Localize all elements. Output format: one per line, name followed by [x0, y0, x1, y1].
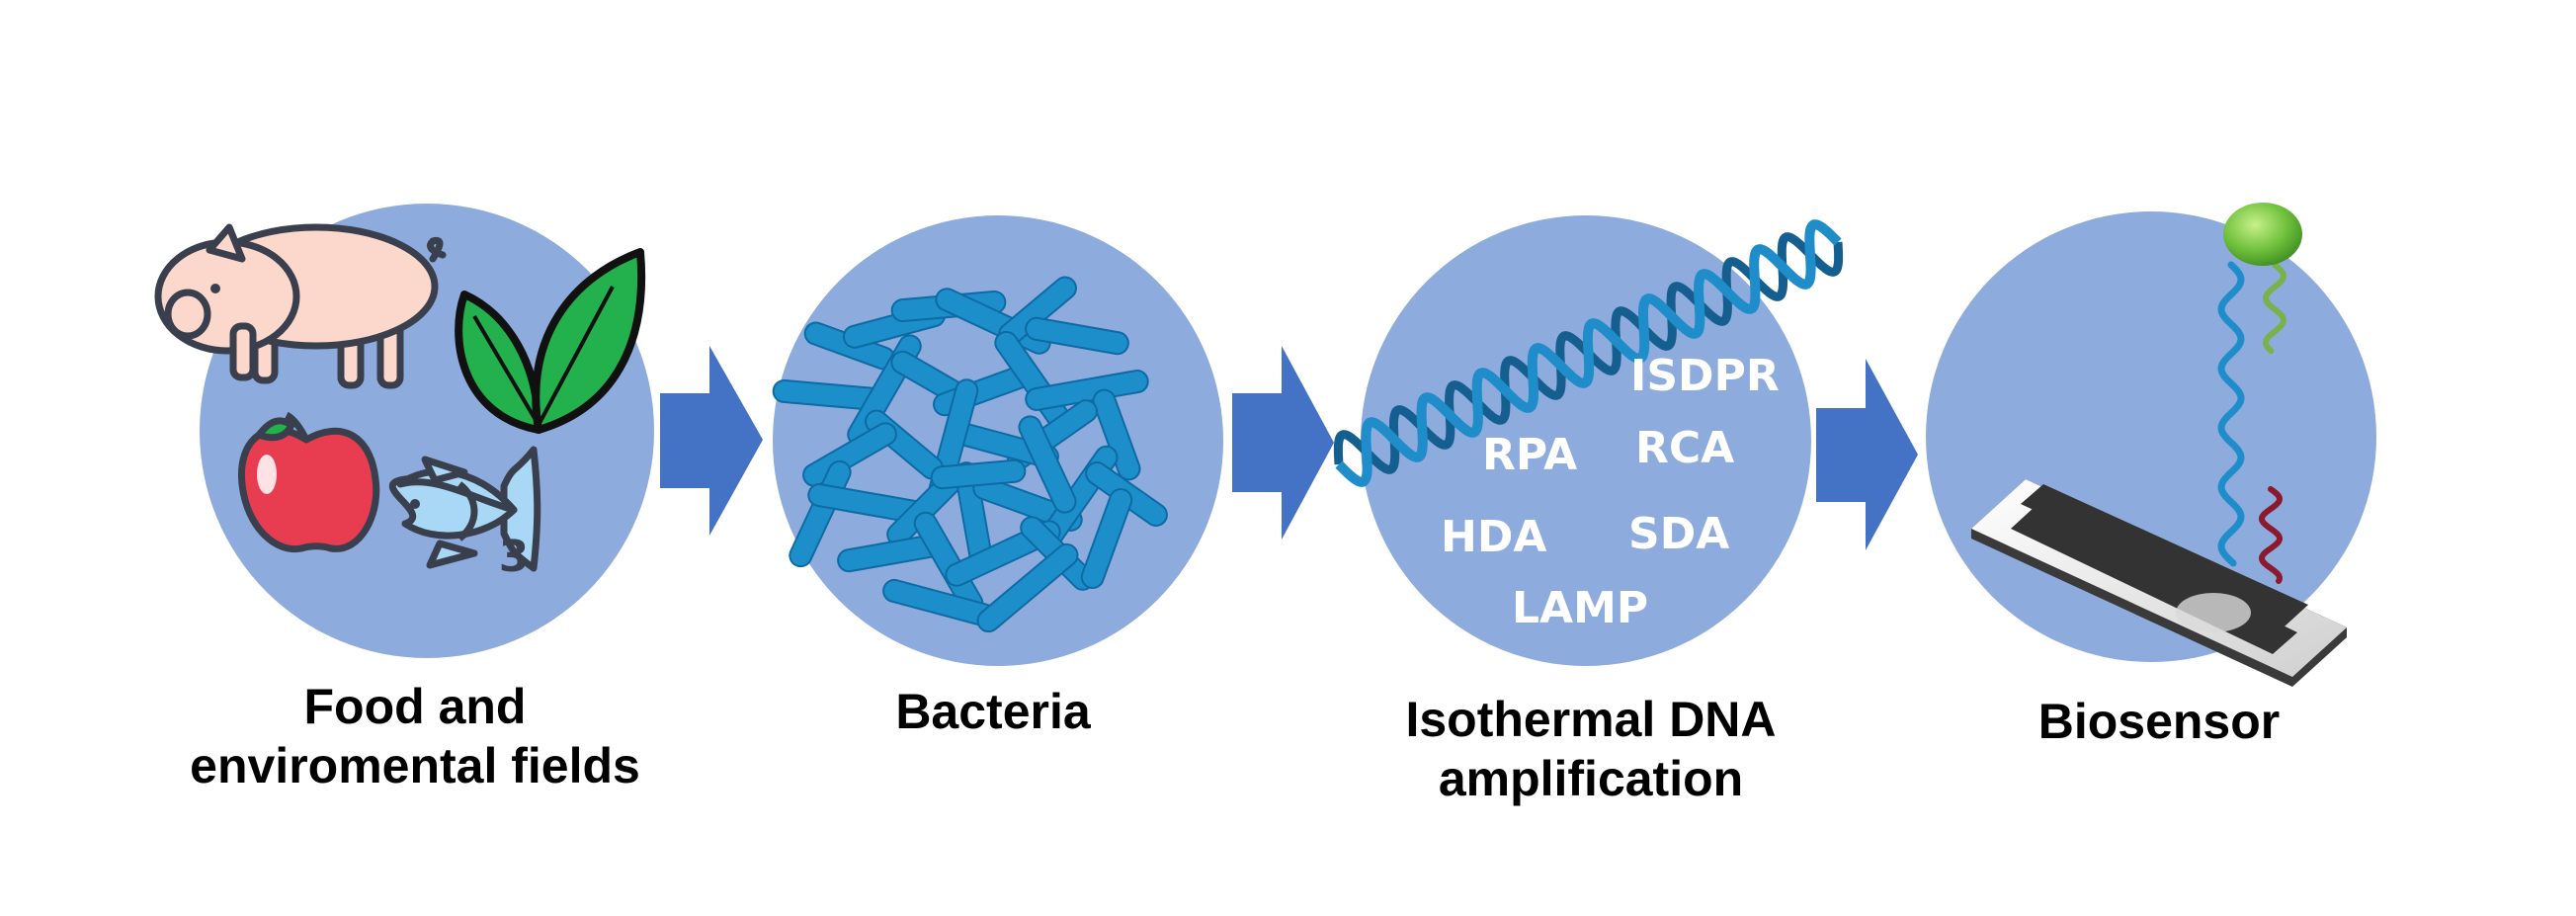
- method-rpa: RPA: [1482, 430, 1577, 480]
- flow-arrows: [660, 346, 1918, 550]
- bacteria-cluster: [772, 276, 1168, 633]
- fish-number: 3: [499, 532, 530, 582]
- caption-amplification-line-2: amplification: [1438, 751, 1744, 806]
- dna-strand-front: [1335, 219, 1842, 487]
- method-sda: SDA: [1628, 509, 1729, 559]
- bacterium: [1080, 488, 1133, 589]
- amplification-methods: ISDPR RPA RCA HDA SDA LAMP: [1441, 351, 1780, 633]
- caption-bacteria-line-1: Bacteria: [895, 684, 1091, 739]
- caption-biosensor: Biosensor: [1976, 692, 2342, 751]
- leaf-icon: [455, 248, 646, 434]
- method-lamp: LAMP: [1512, 583, 1648, 633]
- bacterium: [1092, 388, 1141, 481]
- caption-amplification-line-1: Isothermal DNA: [1405, 692, 1777, 747]
- caption-food: Food and enviromental fields: [148, 677, 682, 795]
- caption-food-line-2: enviromental fields: [190, 738, 640, 793]
- target-strand: [2259, 486, 2284, 584]
- fish-icon: [388, 446, 541, 572]
- method-hda: HDA: [1441, 512, 1546, 562]
- arrow-2: [1232, 346, 1334, 540]
- probe-bead-icon: [2223, 203, 2302, 266]
- labeled-probe-strand: [2263, 262, 2286, 354]
- arrow-3: [1816, 359, 1918, 550]
- method-rca: RCA: [1635, 423, 1734, 473]
- bacterium: [1018, 415, 1077, 514]
- bacterium: [802, 422, 897, 487]
- probe-strands-icon: [2217, 261, 2286, 584]
- capture-probe-strand: [2217, 261, 2245, 567]
- bacterium: [976, 542, 1079, 633]
- method-isdpr: ISDPR: [1630, 351, 1780, 401]
- caption-bacteria: Bacteria: [790, 682, 1196, 741]
- test-strip-icon: [1971, 479, 2347, 687]
- bacterium: [930, 458, 1027, 490]
- caption-food-line-1: Food and: [303, 679, 527, 734]
- arrow-1: [660, 346, 763, 536]
- bacterium: [1025, 316, 1129, 356]
- pig-icon: [154, 223, 447, 389]
- caption-biosensor-line-1: Biosensor: [2037, 694, 2281, 749]
- dna-helix-icon: [1333, 219, 1844, 487]
- caption-amplification: Isothermal DNA amplification: [1354, 690, 1828, 808]
- apple-icon: [237, 411, 380, 553]
